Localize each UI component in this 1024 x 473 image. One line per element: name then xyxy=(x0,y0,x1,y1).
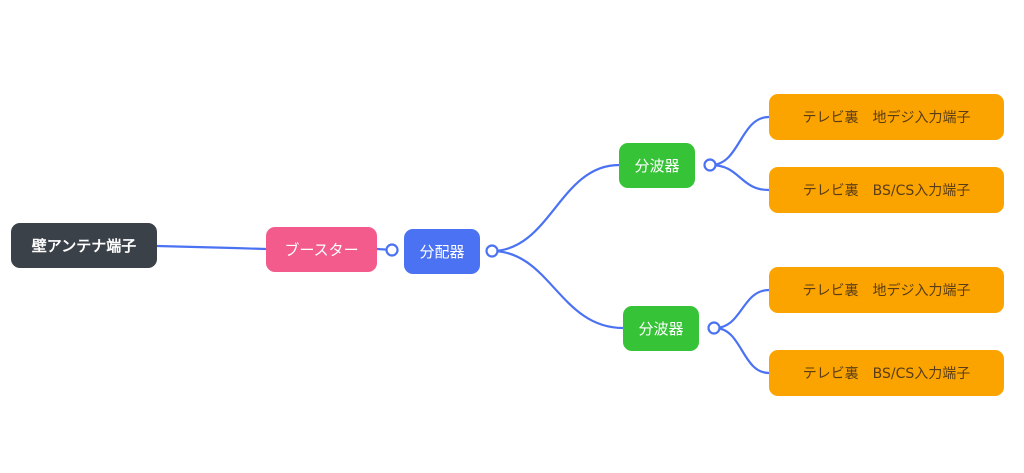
node-splitter[interactable]: 分配器 xyxy=(404,229,480,274)
link-root-booster xyxy=(156,244,267,251)
node-tv-terrestrial-input-1[interactable]: テレビ裏 地デジ入力端子 xyxy=(769,94,1004,140)
node-tv-terrestrial-input-2[interactable]: テレビ裏 地デジ入力端子 xyxy=(769,267,1004,313)
link-filter2-leaf3 xyxy=(714,288,770,330)
node-tv-bs-cs-input-2[interactable]: テレビ裏 BS/CS入力端子 xyxy=(769,350,1004,396)
node-wall-antenna-terminal[interactable]: 壁アンテナ端子 xyxy=(11,223,157,268)
node-filter-2[interactable]: 分波器 xyxy=(623,306,699,351)
node-booster[interactable]: ブースター xyxy=(266,227,377,272)
link-splitter-filter-1 xyxy=(491,163,620,253)
link-filter1-leaf1 xyxy=(710,115,770,167)
link-filter2-leaf4 xyxy=(714,326,770,375)
link-filter1-leaf2 xyxy=(710,163,770,192)
node-tv-bs-cs-input-1[interactable]: テレビ裏 BS/CS入力端子 xyxy=(769,167,1004,213)
collapse-toggle-booster xyxy=(385,243,399,257)
collapse-toggle-filter-2 xyxy=(707,321,721,335)
link-splitter-filter-2 xyxy=(491,249,624,330)
collapse-toggle-filter-1 xyxy=(703,158,717,172)
collapse-toggle-splitter xyxy=(485,244,499,258)
node-filter-1[interactable]: 分波器 xyxy=(619,143,695,188)
